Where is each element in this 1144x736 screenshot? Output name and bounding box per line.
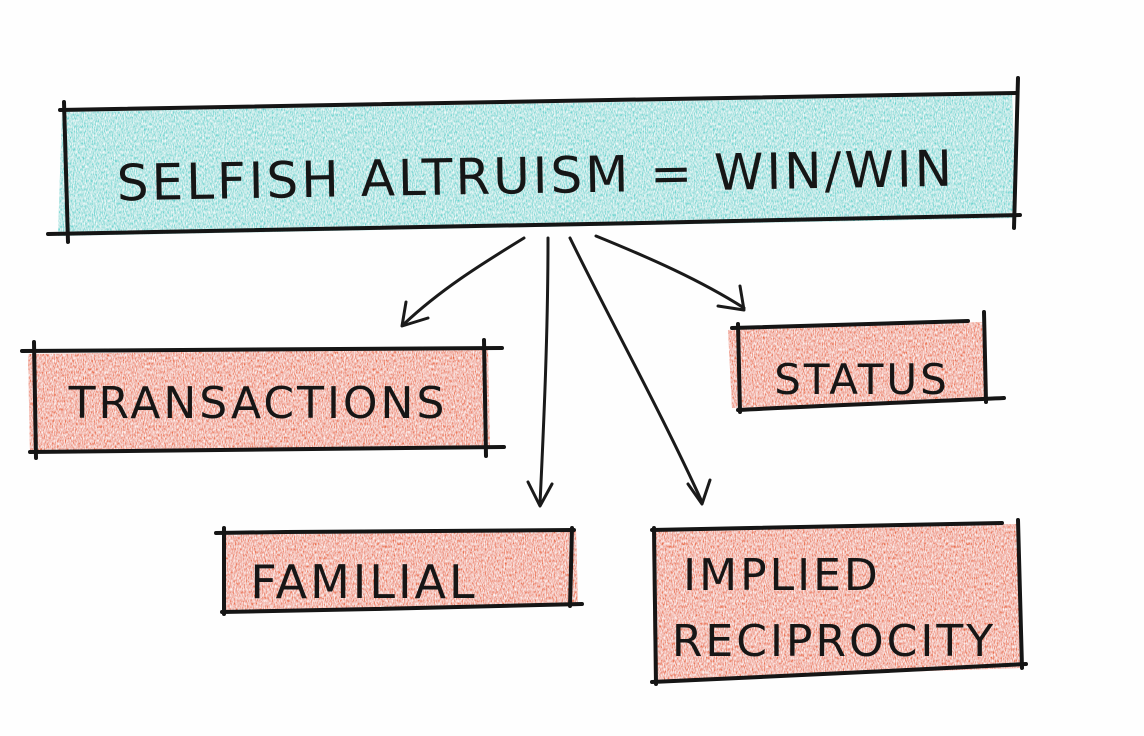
node-transactions-label: TRANSACTIONS (68, 378, 448, 429)
node-implied-reciprocity-label-line1: IMPLIED (683, 550, 881, 601)
node-familial-border-right (568, 526, 574, 608)
node-status-border-top (730, 319, 970, 330)
arrow-to-transactions (400, 236, 526, 328)
arrow-to-familial-head (526, 480, 554, 508)
node-implied-reciprocity-fill (652, 524, 1020, 680)
root-node-fill (58, 95, 1016, 236)
arrow-to-familial-shaft (538, 236, 550, 506)
arrow-to-status-shaft (594, 234, 746, 310)
arrow-to-familial (526, 236, 554, 508)
node-transactions-border-top (20, 346, 504, 353)
node-familial-label: FAMILIAL (250, 555, 477, 609)
node-familial: FAMILIAL (214, 526, 584, 616)
root-node: SELFISH ALTRUISM = WIN/WIN (46, 76, 1022, 244)
node-status-fill (728, 322, 986, 408)
node-transactions-border-bottom (28, 445, 506, 454)
node-status: STATUS (728, 310, 1006, 414)
node-familial-border-top (214, 528, 576, 535)
root-node-border-top (58, 91, 1018, 112)
node-status-border-bottom (736, 396, 1006, 412)
arrow-to-status-head (716, 284, 746, 312)
arrow-to-implied-reciprocity (568, 236, 712, 506)
arrow-to-transactions-shaft (402, 236, 526, 326)
root-node-border-left (62, 100, 70, 244)
node-transactions: TRANSACTIONS (20, 338, 506, 460)
node-implied-reciprocity-border-bottom (650, 662, 1028, 684)
node-transactions-border-right (482, 338, 488, 458)
node-implied-reciprocity-border-left (652, 526, 658, 686)
node-transactions-border-left (32, 340, 38, 460)
root-node-border-right (1012, 76, 1020, 230)
node-status-border-right (982, 310, 988, 404)
node-implied-reciprocity-border-right (1016, 518, 1024, 670)
node-familial-fill (222, 530, 578, 612)
root-node-border-bottom (46, 213, 1022, 236)
node-familial-border-bottom (220, 602, 584, 614)
connectors (400, 234, 746, 508)
node-transactions-fill (28, 348, 490, 452)
node-status-label: STATUS (774, 355, 950, 404)
arrow-to-status (594, 234, 746, 312)
arrow-to-implied-reciprocity-shaft (568, 236, 704, 504)
node-implied-reciprocity-border-top (650, 521, 1004, 532)
arrow-to-implied-reciprocity-head (686, 478, 712, 506)
node-status-border-left (736, 322, 742, 414)
node-implied-reciprocity: IMPLIED RECIPROCITY (650, 518, 1028, 686)
arrow-to-transactions-head (400, 300, 430, 328)
node-implied-reciprocity-label-line2: RECIPROCITY (672, 616, 996, 667)
